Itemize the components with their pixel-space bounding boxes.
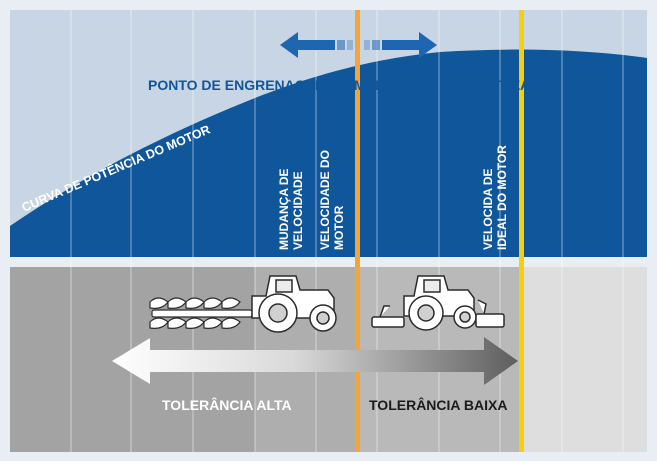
tolerance-low-label: TOLERÂNCIA BAIXA [369, 396, 507, 413]
shift-label-line1: MUDANÇA DE [277, 168, 291, 250]
ground-beyond [522, 267, 647, 452]
tractor-with-mower-icon [371, 275, 505, 331]
shift-point-line [355, 10, 360, 452]
ideal-speed-label-line2: IDEAL DO MOTOR [495, 145, 509, 250]
engine-speed-label-line2: MOTOR [332, 205, 346, 250]
gradient-arrow-icon [112, 337, 518, 385]
power-curve-area [10, 49, 647, 257]
double-arrow-icon [280, 32, 437, 58]
engine-speed-label-line1: VELOCIDADE DO [318, 150, 332, 250]
tractor-with-plough-icon [149, 275, 337, 333]
shift-label-line2: VELOCIDADE [291, 171, 305, 250]
tolerance-high-label: TOLERÂNCIA ALTA [162, 396, 292, 413]
ideal-speed-line [519, 10, 524, 452]
shift-point-title: PONTO DE ENGRENAGEM DE MUDANÇAS AUTOMATI… [148, 77, 551, 93]
grid-lines [70, 10, 624, 452]
ideal-speed-label-line1: VELOCIDA DE [481, 168, 495, 250]
